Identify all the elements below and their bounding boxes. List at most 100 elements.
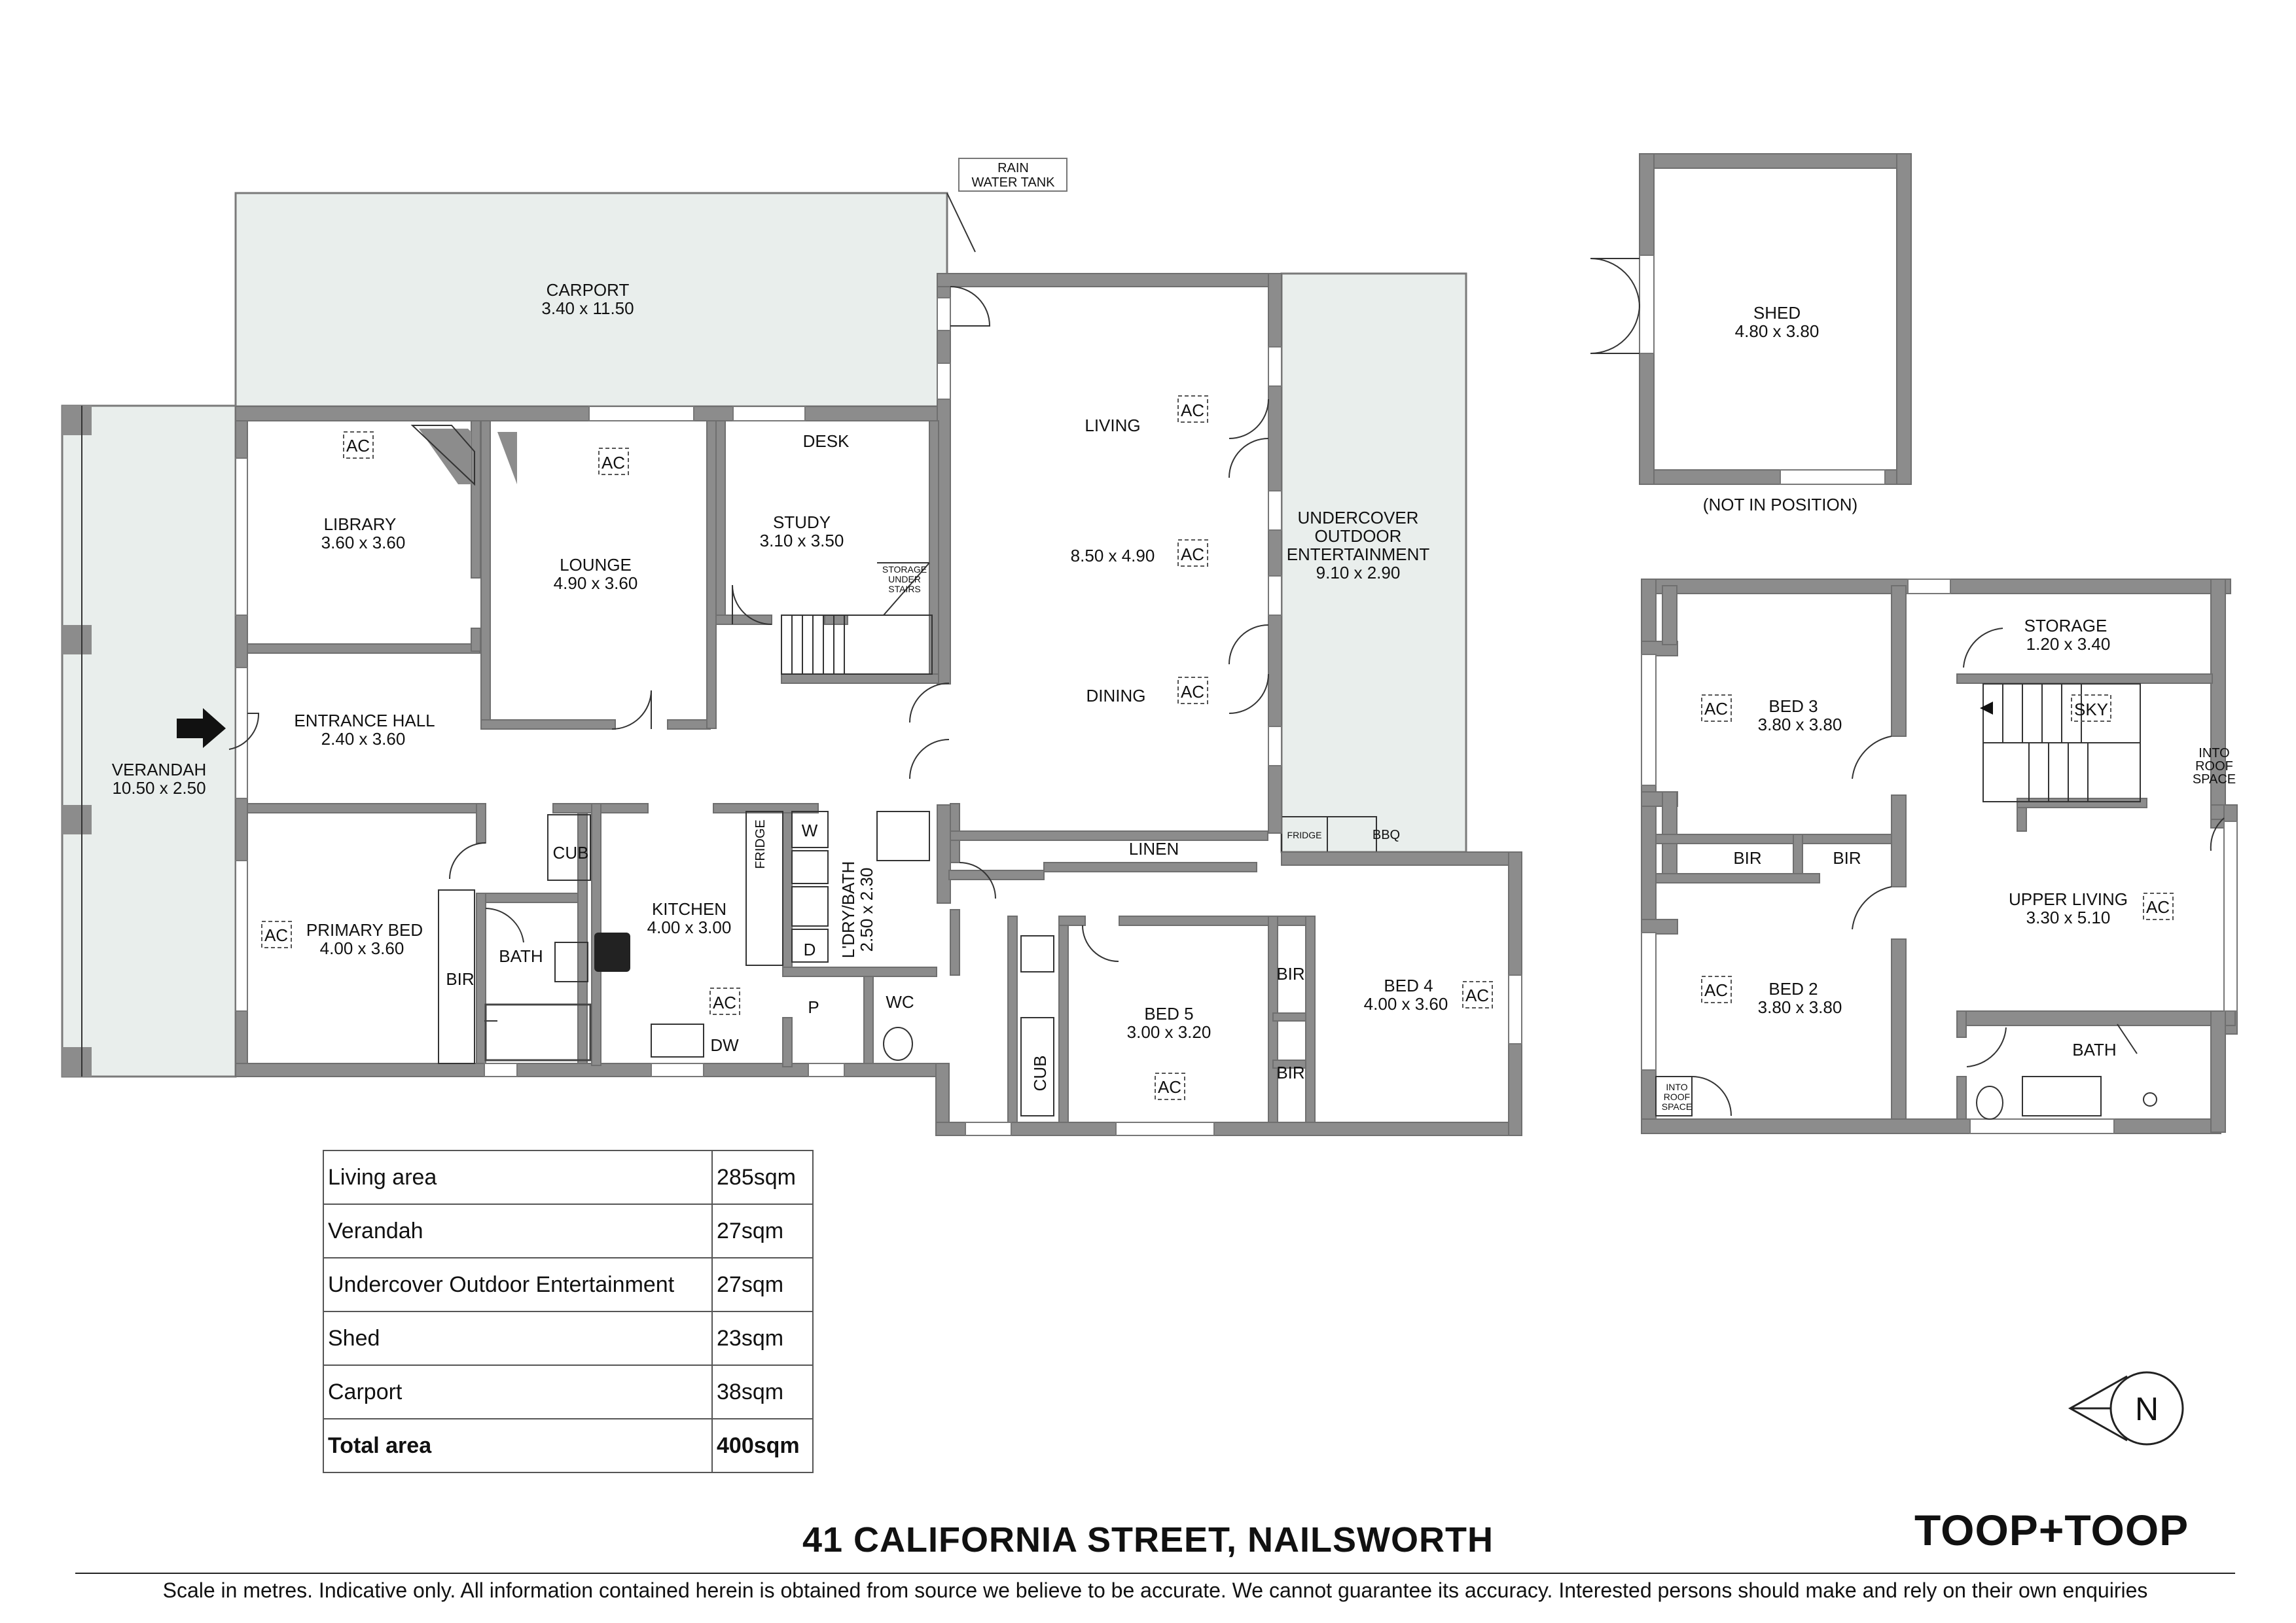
ac-label: AC <box>1181 544 1204 564</box>
disclaimer: Scale in metres. Indicative only. All in… <box>162 1578 2148 1602</box>
storage-label: STORAGE <box>2024 616 2108 635</box>
ac-label: AC <box>1704 699 1728 719</box>
storage-stairs-2: UNDER <box>888 574 921 584</box>
brand-logo: TOOP+TOOP <box>1914 1506 2189 1554</box>
ac-label: AC <box>1158 1077 1181 1097</box>
shed-label: SHED <box>1753 303 1801 323</box>
storage-stairs-1: STORAGE <box>882 564 927 575</box>
area-label: Carport <box>323 1364 713 1419</box>
bed4-bir-1: BIR <box>1276 964 1304 984</box>
area-label: Living area <box>323 1150 713 1205</box>
not-in-position: (NOT IN POSITION) <box>1703 495 1857 514</box>
primary-bir-label: BIR <box>446 969 474 989</box>
area-value: 285sqm <box>711 1150 814 1205</box>
roof-space-2b: ROOF <box>1664 1092 1690 1102</box>
roof-space-1c: SPACE <box>2193 772 2236 787</box>
upper-floor-walls <box>1641 579 2238 1134</box>
primary-bed-label: PRIMARY BED <box>306 920 423 940</box>
rain-tank-label-1: RAIN <box>997 161 1029 175</box>
storage-size: 1.20 x 3.40 <box>2026 634 2111 654</box>
bed4-bir-2: BIR <box>1276 1063 1304 1082</box>
upper-living-size: 3.30 x 5.10 <box>2026 908 2111 927</box>
desk-label: DESK <box>803 431 850 451</box>
undercover-outdoor-entertainment <box>1280 272 1467 853</box>
bbq-label: BBQ <box>1372 828 1400 842</box>
dw-label: DW <box>710 1035 739 1055</box>
bed4-label: BED 4 <box>1384 976 1433 995</box>
room-labels: RAIN WATER TANK CARPORT 3.40 x 11.50 VER… <box>112 161 2236 1112</box>
cub2-label: CUB <box>1030 1056 1050 1092</box>
bed5-size: 3.00 x 3.20 <box>1127 1022 1211 1042</box>
rain-water-tank <box>958 158 1067 192</box>
cub-label: CUB <box>553 843 589 863</box>
divider <box>75 1573 2235 1574</box>
stairs-icon <box>781 562 933 675</box>
bed3-label: BED 3 <box>1768 696 1818 716</box>
undercover-label-3: ENTERTAINMENT <box>1287 544 1430 564</box>
rain-tank-label-2: WATER TANK <box>971 175 1055 190</box>
wc-label: WC <box>886 992 914 1012</box>
entrance-arrow-icon <box>177 708 226 748</box>
bed4-size: 4.00 x 3.60 <box>1364 994 1448 1014</box>
area-label: Verandah <box>323 1204 713 1258</box>
bed3-size: 3.80 x 3.80 <box>1758 715 1842 734</box>
kitchen-label: KITCHEN <box>652 899 726 919</box>
ac-label: AC <box>713 993 736 1012</box>
dining-label: DINING <box>1086 686 1146 705</box>
upper-bath-label: BATH <box>2072 1040 2116 1060</box>
area-value: 27sqm <box>711 1204 814 1258</box>
area-value: 400sqm <box>711 1418 814 1473</box>
area-value: 23sqm <box>711 1311 814 1366</box>
sky-label: SKY <box>2074 700 2108 719</box>
ac-label: AC <box>2146 897 2170 917</box>
outdoor-fridge-label: FRIDGE <box>1287 830 1322 840</box>
roof-space-1a: INTO <box>2198 746 2229 760</box>
bed2-label: BED 2 <box>1768 979 1818 999</box>
undercover-label-1: UNDERCOVER <box>1298 508 1419 527</box>
ac-label: AC <box>601 453 625 473</box>
lounge-label: LOUNGE <box>560 555 632 575</box>
study-size: 3.10 x 3.50 <box>760 531 844 550</box>
carport-label: CARPORT <box>547 280 630 300</box>
carport-size: 3.40 x 11.50 <box>541 298 634 318</box>
ac-label: AC <box>1704 980 1728 1000</box>
carport <box>234 192 976 408</box>
ldry-bath-size: 2.50 x 2.30 <box>857 868 876 952</box>
roof-space-2a: INTO <box>1666 1082 1687 1092</box>
undercover-size: 9.10 x 2.90 <box>1316 563 1401 582</box>
entrance-hall-size: 2.40 x 3.60 <box>321 729 406 749</box>
fridge-label: FRIDGE <box>753 819 768 869</box>
verandah-size: 10.50 x 2.50 <box>112 778 206 798</box>
ac-label: AC <box>1465 986 1489 1005</box>
entrance-hall-label: ENTRANCE HALL <box>294 711 435 730</box>
study-label: STUDY <box>773 512 831 532</box>
bed5-label: BED 5 <box>1144 1004 1193 1024</box>
fixtures <box>438 811 1054 1116</box>
property-address: 41 CALIFORNIA STREET, NAILSWORTH <box>802 1520 1494 1560</box>
undercover-label-2: OUTDOOR <box>1315 526 1402 546</box>
linen-label: LINEN <box>1129 839 1179 859</box>
ac-boxes <box>261 395 2174 1100</box>
ac-label: AC <box>346 436 370 455</box>
bath-label: BATH <box>499 946 543 966</box>
area-label: Undercover Outdoor Entertainment <box>323 1257 713 1312</box>
area-label: Shed <box>323 1311 713 1366</box>
roof-space-2c: SPACE <box>1662 1101 1692 1112</box>
living-label: LIVING <box>1085 416 1140 435</box>
library-label: LIBRARY <box>324 514 397 534</box>
fireplace-icon <box>410 425 517 486</box>
north-compass-icon: N <box>2068 1371 2184 1446</box>
ac-label: AC <box>1181 682 1204 702</box>
living-dining-size: 8.50 x 4.90 <box>1071 546 1155 565</box>
area-value: 27sqm <box>711 1257 814 1312</box>
verandah-label: VERANDAH <box>112 760 206 779</box>
storage-stairs-3: STAIRS <box>888 584 921 594</box>
area-label: Total area <box>323 1418 713 1473</box>
library-size: 3.60 x 3.60 <box>321 533 406 552</box>
bir-upper-2: BIR <box>1833 848 1861 868</box>
